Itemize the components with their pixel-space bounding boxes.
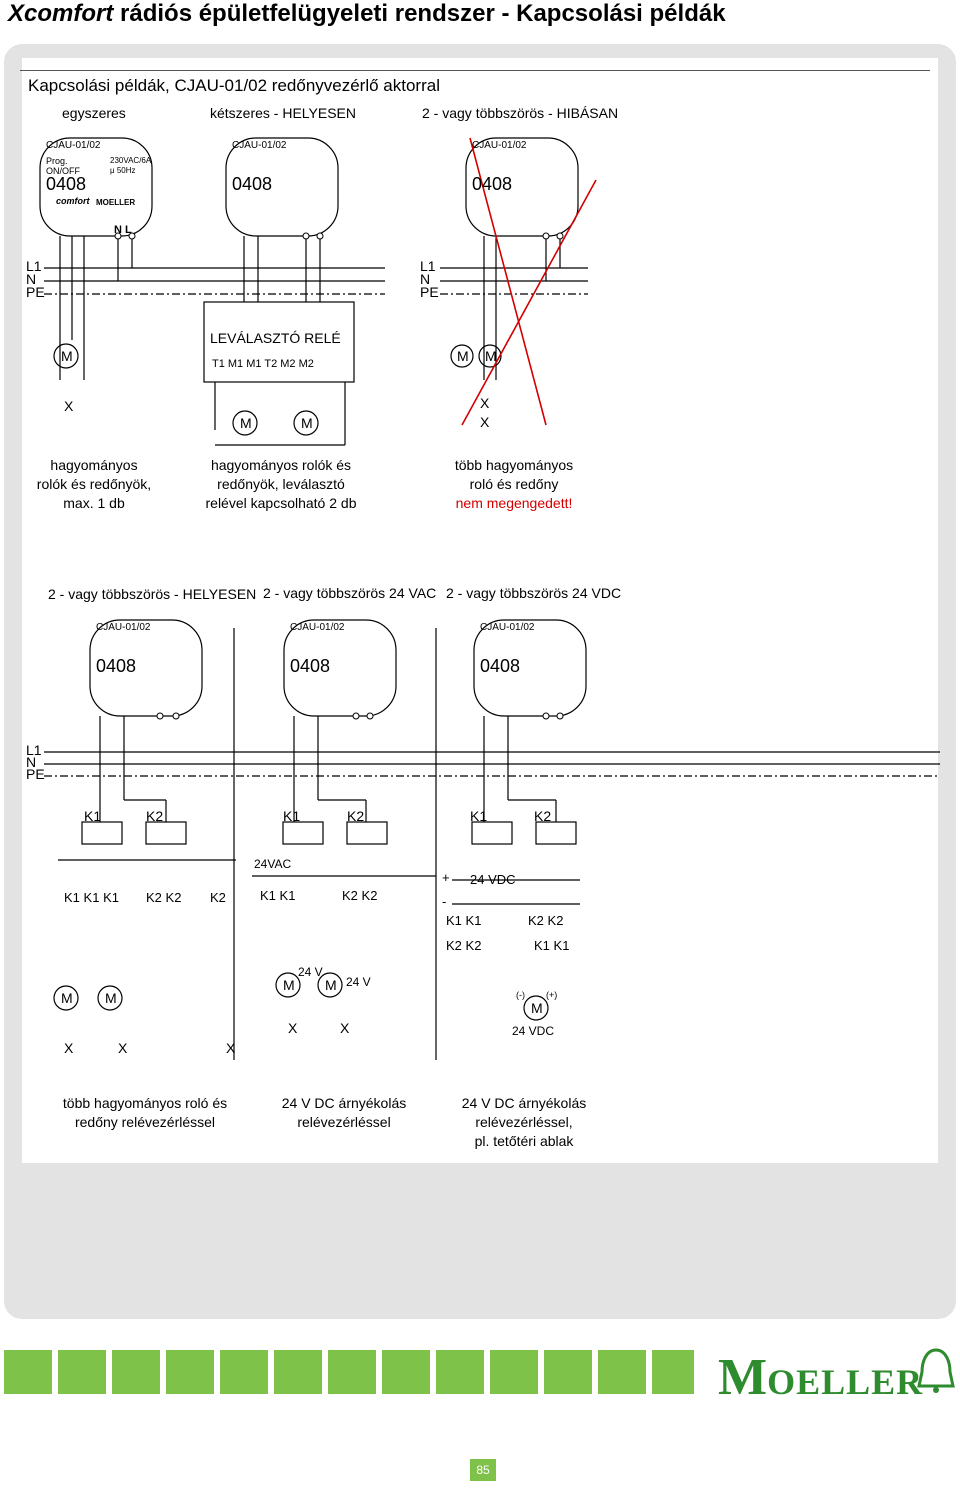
motor-label: M xyxy=(531,1000,543,1016)
header-multi-24vac: 2 - vagy többszörös 24 VAC xyxy=(263,585,437,601)
contact-k2: K2 xyxy=(534,808,552,824)
device-model: CJAU-01/02 xyxy=(480,622,535,633)
relay-box-terminals: T1 M1 M1 T2 M2 M2 xyxy=(212,358,314,370)
moeller-logo: MOELLER xyxy=(718,1349,924,1406)
footer-bar xyxy=(112,1350,160,1394)
contact-k1: K1 xyxy=(283,808,301,824)
voltage-24vdc-motor: 24 VDC xyxy=(512,1024,555,1038)
motor-label: M xyxy=(325,977,337,993)
subtitle-divider xyxy=(20,70,930,71)
device-model: CJAU-01/02 xyxy=(290,622,345,633)
bell-icon xyxy=(917,1348,955,1393)
motor-label: M xyxy=(240,415,252,431)
dc-polarity-right: (+) xyxy=(546,990,558,1000)
header-multi-24vdc: 2 - vagy többszörös 24 VDC xyxy=(446,585,622,601)
motor-label: M xyxy=(301,415,313,431)
contact-row: K2 K2 xyxy=(446,938,482,953)
footer-bar xyxy=(544,1350,592,1394)
header-single: egyszeres xyxy=(62,105,126,121)
contact-k2: K2 xyxy=(347,808,365,824)
x-mark-two: X xyxy=(480,395,490,411)
device-model: CJAU-01/02 xyxy=(472,140,527,151)
device-prog: Prog.ON/OFF xyxy=(46,156,80,176)
footer-bar xyxy=(274,1350,322,1394)
contact-row: K2 K2 xyxy=(146,890,182,905)
motor-label: M xyxy=(61,348,73,364)
page-number: 85 xyxy=(470,1459,496,1481)
relay-box-label: LEVÁLASZTÓ RELÉ xyxy=(210,330,341,346)
contact-k2: K2 xyxy=(146,808,164,824)
x-mark-one: X xyxy=(64,1040,74,1056)
dc-plus: + xyxy=(442,870,450,885)
device-ce: 0408 xyxy=(290,656,331,676)
device-model: CJAU-01/02 xyxy=(46,140,101,151)
voltage-24v: 24 V xyxy=(298,965,323,979)
voltage-24vac: 24VAC xyxy=(254,857,292,871)
device-ce: 0408 xyxy=(480,656,521,676)
section-subtitle: Kapcsolási példák, CJAU-01/02 redőnyvezé… xyxy=(28,76,440,95)
device-maker: MOELLER xyxy=(96,198,136,207)
motor-label: M xyxy=(283,977,295,993)
footer-bar xyxy=(328,1350,376,1394)
footer-bar xyxy=(166,1350,214,1394)
x-mark-two: X xyxy=(340,1020,350,1036)
x-mark-one: X xyxy=(288,1020,298,1036)
header-double-correct: kétszeres - HELYESEN xyxy=(210,105,357,121)
voltage-24vdc: 24 VDC xyxy=(470,872,516,887)
x-mark-single: X xyxy=(64,398,74,414)
voltage-24v: 24 V xyxy=(346,975,371,989)
motor-label: M xyxy=(457,348,469,364)
device-nl: N L xyxy=(114,224,132,236)
header-multi-correct: 2 - vagy többszörös - HELYESEN xyxy=(48,586,257,602)
contact-row: K1 K1 xyxy=(534,938,570,953)
contact-row: K2 xyxy=(210,890,226,905)
x-mark-three: X xyxy=(226,1040,236,1056)
footer-bar xyxy=(436,1350,484,1394)
warning-text: nem megengedett! xyxy=(455,495,573,511)
device-ce: 0408 xyxy=(46,174,87,194)
contact-k1: K1 xyxy=(84,808,102,824)
device-model: CJAU-01/02 xyxy=(96,622,151,633)
page-title: Xcomfort rádiós épületfelügyeleti rendsz… xyxy=(8,0,726,27)
device-model: CJAU-01/02 xyxy=(232,140,287,151)
footer-bar xyxy=(490,1350,538,1394)
footer-bar xyxy=(4,1350,52,1394)
footer-bar xyxy=(220,1350,268,1394)
content-area xyxy=(22,58,938,1163)
device-ce: 0408 xyxy=(472,174,513,194)
motor-label: M xyxy=(485,348,497,364)
contact-row: K2 K2 xyxy=(528,913,564,928)
footer-bar xyxy=(58,1350,106,1394)
footer-bar xyxy=(382,1350,430,1394)
x-mark-two: X xyxy=(118,1040,128,1056)
device-ce: 0408 xyxy=(96,656,137,676)
contact-k1: K1 xyxy=(470,808,488,824)
contact-row: K1 K1 xyxy=(446,913,482,928)
contact-row: K2 K2 xyxy=(342,888,378,903)
contact-row: K1 K1 K1 xyxy=(64,890,119,905)
footer-bar xyxy=(652,1350,694,1394)
motor-label: M xyxy=(61,990,73,1006)
dc-minus: - xyxy=(442,894,447,909)
motor-label: M xyxy=(105,990,117,1006)
device-comfort: comfort xyxy=(56,196,90,206)
header-multi-wrong: 2 - vagy többszörös - HIBÁSAN xyxy=(422,105,619,121)
dc-polarity-left: (-) xyxy=(516,990,525,1000)
footer-bar xyxy=(598,1350,646,1394)
contact-row: K1 K1 xyxy=(260,888,296,903)
device-ce: 0408 xyxy=(232,174,273,194)
x-mark-three: X xyxy=(480,414,490,430)
